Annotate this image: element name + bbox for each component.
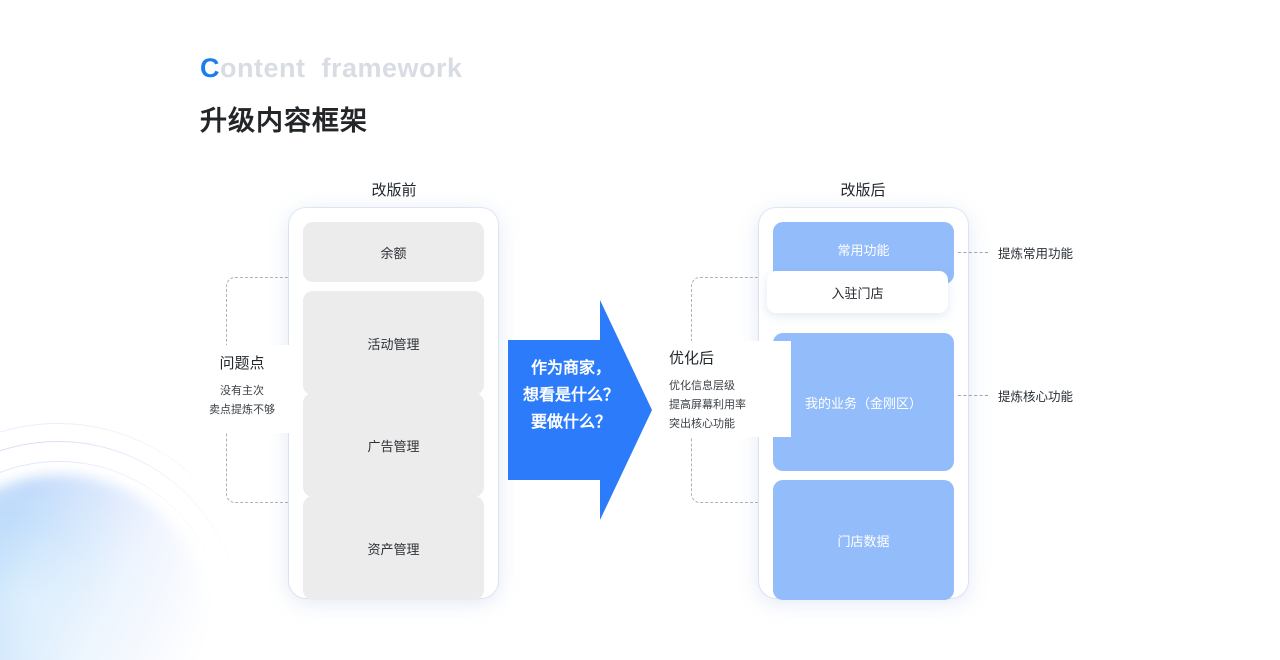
blob-ring-outer [0,423,258,660]
card-asset-management[interactable]: 资产管理 [303,496,484,600]
note-problem: 问题点 没有主次 卖点提炼不够 [190,352,294,420]
note-optimized-line-1: 优化信息层级 [669,380,735,392]
column-caption-after: 改版后 [840,182,886,199]
leader-common-functions-text: 提炼常用功能 [998,247,1074,261]
blob-ring-inner [0,461,224,660]
leader-line-icon [958,395,988,396]
leader-common-functions: 提炼常用功能 [958,243,1073,262]
note-problem-line-2: 卖点提炼不够 [209,404,275,416]
blob-core [0,475,210,660]
page-title-en-rest: ontent framework [220,53,463,83]
card-my-business[interactable]: 我的业务（金刚区） [773,333,954,471]
note-optimized-line-2: 提高屏幕利用率 [669,399,746,411]
transition-arrow-icon [508,300,652,520]
card-store-entry[interactable]: 入驻门店 [767,271,948,313]
card-activity-management[interactable]: 活动管理 [303,291,484,395]
panel-before: 余额 活动管理 广告管理 资产管理 [289,208,498,600]
card-store-data[interactable]: 门店数据 [773,480,954,600]
panel-before-inner: 余额 活动管理 广告管理 资产管理 [289,208,498,600]
panel-after: 常用功能 入驻门店 我的业务（金刚区） 门店数据 [759,208,968,600]
page-title-block: Content framework 升级内容框架 [200,52,463,138]
page-title-en-accent: C [200,53,220,83]
leader-line-icon [958,252,988,253]
note-optimized-line-3: 突出核心功能 [669,418,735,430]
note-optimized-title: 优化后 [669,350,715,367]
page-title-en: Content framework [200,52,463,84]
note-optimized: 优化后 优化信息层级 提高屏幕利用率 突出核心功能 [669,347,789,434]
card-balance[interactable]: 余额 [303,222,484,282]
bracket-label-mask-right [667,341,791,437]
blob-ring-middle [0,441,242,660]
page-title-cn: 升级内容框架 [200,106,368,137]
column-caption-before: 改版前 [371,182,417,199]
leader-core-functions: 提炼核心功能 [958,386,1073,405]
note-problem-title: 问题点 [219,355,265,372]
panel-after-inner: 常用功能 入驻门店 我的业务（金刚区） 门店数据 [759,208,968,600]
leader-core-functions-text: 提炼核心功能 [998,390,1074,404]
note-problem-line-1: 没有主次 [220,385,264,397]
card-ad-management[interactable]: 广告管理 [303,393,484,497]
